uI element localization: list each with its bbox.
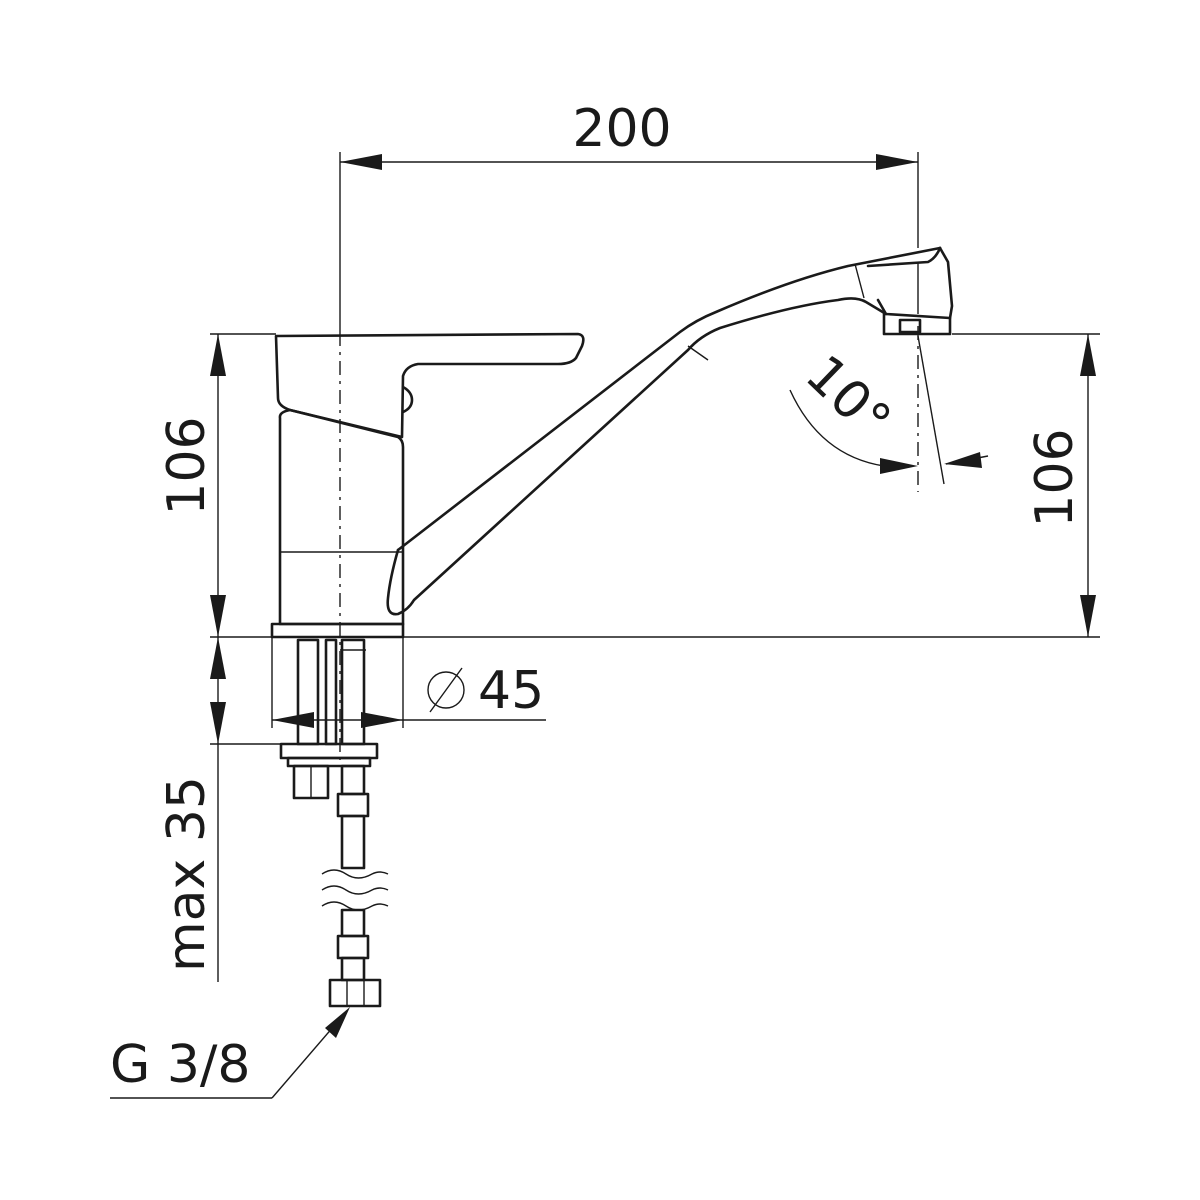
dimension-base-diameter: 45 (271, 637, 546, 728)
spout-angle-label: 10° (794, 344, 902, 451)
dimension-body-height: 106 (157, 333, 1100, 638)
hose-thread-label: G 3/8 (110, 1035, 251, 1095)
center-lines (339, 326, 919, 760)
faucet-body (270, 408, 405, 639)
mounting-assembly (279, 638, 389, 1008)
base-diameter-label: 45 (478, 661, 544, 721)
spout (386, 246, 954, 616)
leader-hose-thread: G 3/8 (110, 1007, 350, 1099)
spout-height-label: 106 (1025, 428, 1085, 527)
dimension-reach: 200 (339, 99, 919, 332)
max-thickness-label: max 35 (157, 776, 217, 972)
lever-handle (274, 332, 585, 439)
reach-label: 200 (572, 99, 671, 159)
dimension-max-thickness: max 35 (157, 637, 281, 982)
body-height-label: 106 (157, 416, 217, 515)
dimension-spout-height: 106 (952, 333, 1100, 637)
dimension-spout-angle: 10° (789, 335, 989, 485)
